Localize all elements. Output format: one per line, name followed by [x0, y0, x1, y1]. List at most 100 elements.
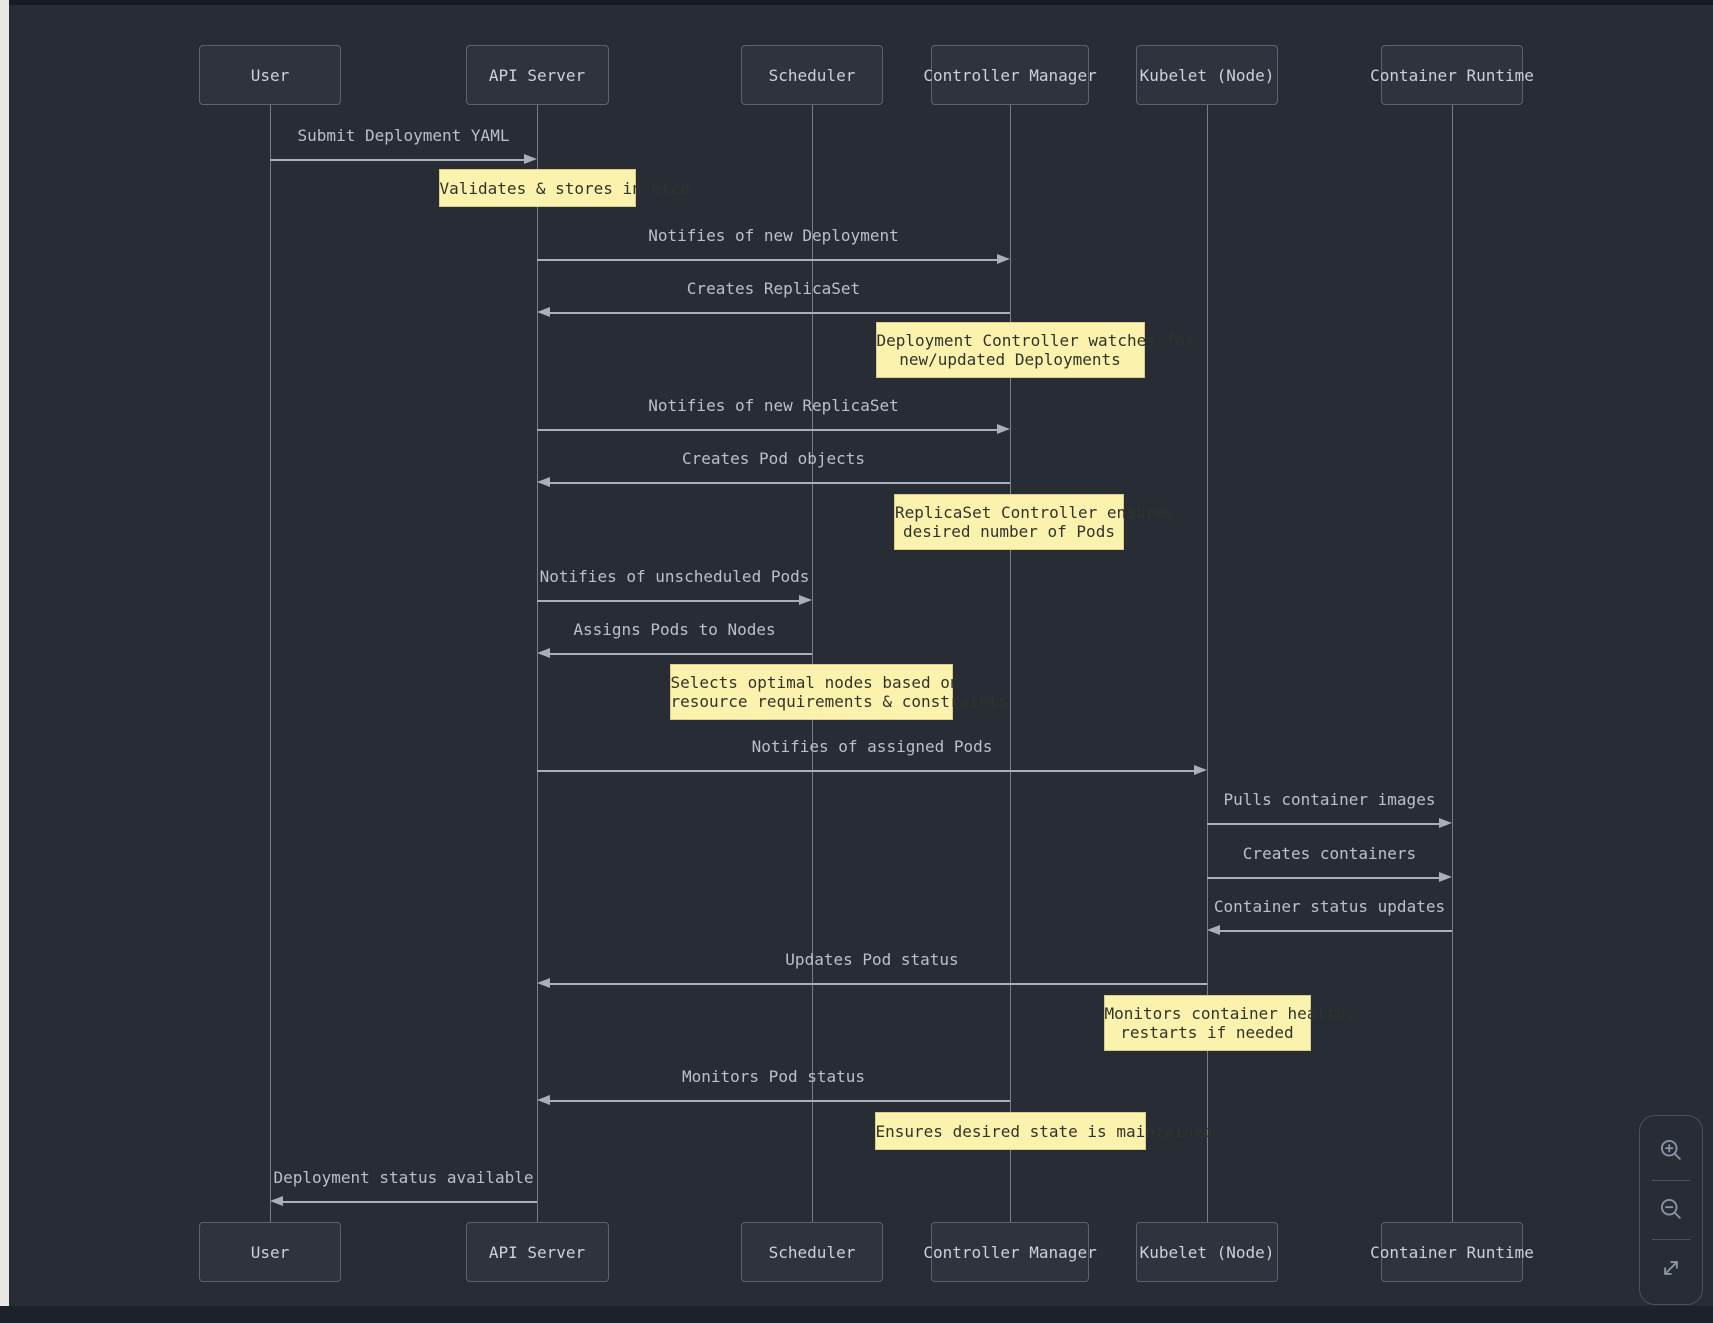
- message-label-creates-replicaset: Creates ReplicaSet: [686, 279, 861, 298]
- message-arrowhead: [1207, 925, 1220, 935]
- note-text-line: Ensures desired state is maintained: [875, 1121, 1213, 1141]
- actor-label: Kubelet (Node): [1139, 65, 1275, 85]
- actor-label: Controller Manager: [923, 65, 1097, 85]
- actor-top-scheduler: Scheduler: [741, 45, 883, 105]
- note-ensures-desired-state-is-maintained: Ensures desired state is maintained: [874, 1112, 1213, 1150]
- note-text-line: desired number of Pods: [903, 522, 1115, 541]
- message-label-creates-containers: Creates containers: [1242, 844, 1417, 863]
- note-text-line: Validates & stores in etcd: [439, 178, 690, 198]
- message-label-notifies-of-assigned-pods: Notifies of assigned Pods: [751, 737, 993, 756]
- actor-bottom-user: User: [199, 1222, 341, 1282]
- message-label-updates-pod-status: Updates Pod status: [785, 950, 959, 969]
- message-arrowhead: [270, 1196, 283, 1206]
- actor-bottom-controller-manager: Controller Manager: [923, 1222, 1097, 1282]
- message-label-notifies-of-new-deployment: Notifies of new Deployment: [648, 226, 899, 245]
- note-text-line: Deployment Controller watches for: [876, 331, 1195, 350]
- message-arrowhead: [1439, 818, 1452, 828]
- message-label-container-status-updates: Container status updates: [1213, 897, 1446, 916]
- message-arrowhead: [524, 154, 537, 164]
- message-arrow-line: [547, 482, 1010, 484]
- message-arrow-line: [270, 159, 527, 161]
- page-margin-left: [0, 0, 9, 1323]
- expand-icon: [1658, 1255, 1684, 1284]
- lifeline-kubelet-node: [1206, 105, 1208, 1222]
- actor-label: User: [250, 65, 290, 85]
- message-arrow-line: [547, 983, 1207, 985]
- diagram-zoom-controls: [1639, 1115, 1703, 1305]
- actor-label: Scheduler: [768, 65, 856, 85]
- message-label-assigns-pods-to-nodes: Assigns Pods to Nodes: [573, 620, 776, 639]
- fullscreen-button[interactable]: [1640, 1240, 1702, 1298]
- message-label-monitors-pod-status: Monitors Pod status: [681, 1067, 866, 1086]
- zoom-out-button[interactable]: [1640, 1181, 1702, 1239]
- message-arrowhead: [799, 595, 812, 605]
- message-label-notifies-of-new-replicaset: Notifies of new ReplicaSet: [648, 396, 899, 415]
- message-arrow-line: [537, 429, 1000, 431]
- note-validates-stores-in-etcd: Validates & stores in etcd: [438, 169, 690, 207]
- actor-bottom-scheduler: Scheduler: [741, 1222, 883, 1282]
- message-arrowhead: [537, 648, 550, 658]
- lifeline-api-server: [536, 105, 538, 1222]
- actor-label: API Server: [488, 1242, 586, 1262]
- divider: [1652, 1180, 1690, 1181]
- message-arrow-line: [547, 312, 1010, 314]
- message-label-pulls-container-images: Pulls container images: [1223, 790, 1436, 809]
- actor-label: Container Runtime: [1370, 1242, 1534, 1262]
- note-text-line: ReplicaSet Controller ensures: [895, 503, 1175, 522]
- message-arrowhead: [997, 424, 1010, 434]
- message-arrowhead: [997, 254, 1010, 264]
- lifeline-scheduler: [811, 105, 813, 1222]
- message-arrow-line: [1217, 930, 1452, 932]
- message-arrow-line: [1207, 823, 1442, 825]
- message-label-submit-deployment-yaml: Submit Deployment YAML: [297, 126, 510, 145]
- divider: [1652, 1239, 1690, 1240]
- window-edge-top: [0, 0, 1713, 5]
- actor-top-user: User: [199, 45, 341, 105]
- message-arrow-line: [537, 259, 1000, 261]
- zoom-in-button[interactable]: [1640, 1122, 1702, 1180]
- message-arrow-line: [1207, 877, 1442, 879]
- actor-label: API Server: [488, 65, 586, 85]
- lifeline-controller-manager: [1009, 105, 1011, 1222]
- note-text-line: new/updated Deployments: [899, 350, 1121, 369]
- actor-top-container-runtime: Container Runtime: [1370, 45, 1534, 105]
- message-label-deployment-status-available: Deployment status available: [273, 1168, 534, 1187]
- message-arrow-line: [547, 653, 812, 655]
- actor-label: User: [250, 1242, 290, 1262]
- note-monitors-container-health: Monitors container health,restarts if ne…: [1103, 995, 1355, 1051]
- actor-label: Container Runtime: [1370, 65, 1534, 85]
- actor-top-controller-manager: Controller Manager: [923, 45, 1097, 105]
- actor-top-kubelet-node: Kubelet (Node): [1136, 45, 1278, 105]
- actor-label: Controller Manager: [923, 1242, 1097, 1262]
- note-text-line: Monitors container health,: [1104, 1004, 1355, 1023]
- note-text-line: restarts if needed: [1120, 1023, 1294, 1042]
- note-text-line: resource requirements & constraints: [670, 692, 1008, 711]
- message-arrowhead: [537, 978, 550, 988]
- lifeline-user: [269, 105, 271, 1222]
- message-arrowhead: [1194, 765, 1207, 775]
- message-arrowhead: [537, 307, 550, 317]
- lifeline-container-runtime: [1451, 105, 1453, 1222]
- message-label-notifies-of-unscheduled-pods: Notifies of unscheduled Pods: [539, 567, 810, 586]
- message-arrowhead: [537, 477, 550, 487]
- note-text-line: Selects optimal nodes based on: [670, 673, 960, 692]
- window-edge-bottom: [0, 1306, 1713, 1323]
- actor-bottom-api-server: API Server: [465, 1222, 609, 1282]
- actor-bottom-kubelet-node: Kubelet (Node): [1136, 1222, 1278, 1282]
- actor-label: Scheduler: [768, 1242, 856, 1262]
- zoom-in-icon: [1658, 1137, 1684, 1166]
- message-label-creates-pod-objects: Creates Pod objects: [681, 449, 866, 468]
- message-arrow-line: [537, 770, 1197, 772]
- message-arrow-line: [547, 1100, 1010, 1102]
- zoom-out-icon: [1658, 1196, 1684, 1225]
- actor-label: Kubelet (Node): [1139, 1242, 1275, 1262]
- message-arrow-line: [280, 1201, 537, 1203]
- message-arrowhead: [537, 1095, 550, 1105]
- actor-bottom-container-runtime: Container Runtime: [1370, 1222, 1534, 1282]
- message-arrowhead: [1439, 872, 1452, 882]
- actor-top-api-server: API Server: [465, 45, 609, 105]
